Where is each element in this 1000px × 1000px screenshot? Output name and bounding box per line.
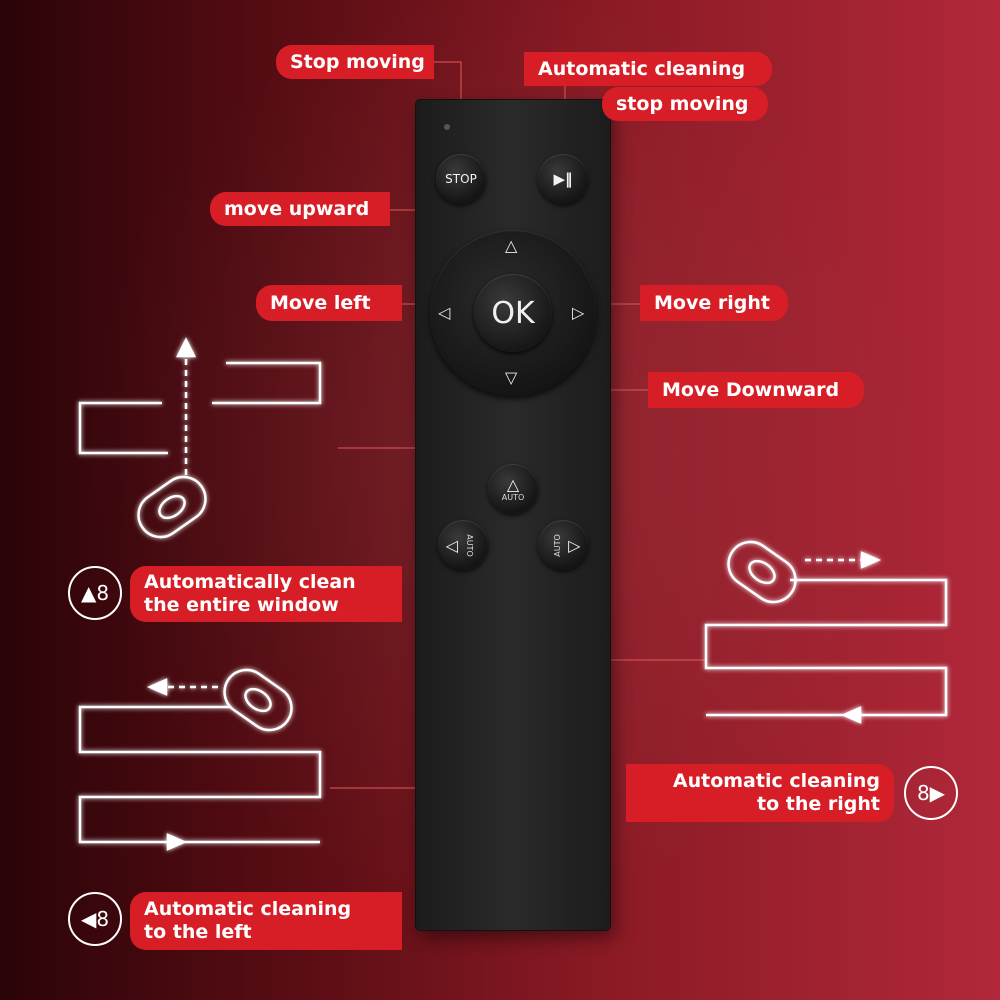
- right-arrow-icon[interactable]: ▷: [572, 303, 585, 322]
- tag-move-left-text: Move left: [270, 292, 371, 314]
- tag-move-upward-text: move upward: [224, 198, 370, 220]
- tag-auto-clean-left: Automatic cleaning to the left: [130, 892, 402, 950]
- auto-left-arrow-icon: ◁: [445, 535, 458, 555]
- status-led: [444, 124, 450, 130]
- auto-left-label: AUTO: [464, 533, 474, 557]
- auto-up-label: AUTO: [501, 492, 525, 502]
- tag-move-upward: move upward: [210, 192, 390, 226]
- tag-move-right-text: Move right: [654, 292, 770, 314]
- auto-right-arrow-icon: ▷: [568, 535, 581, 555]
- tag-automatic-cleaning-text: Automatic cleaning: [538, 58, 746, 80]
- ok-button[interactable]: OK: [474, 274, 552, 352]
- tag-auto-clean-right: Automatic cleaning to the right: [626, 764, 894, 822]
- tag-stop-moving-2-text: stop moving: [616, 93, 749, 115]
- tag-auto-clean-left-line1: Automatic cleaning: [144, 898, 352, 920]
- play-pause-button[interactable]: ▶‖: [538, 154, 588, 204]
- ok-label: OK: [491, 295, 535, 331]
- remote-control: STOP ▶‖ △ ▽ ◁ ▷ OK △ AUTO ◁ AUTO AUTO ▷: [416, 100, 610, 930]
- stop-button[interactable]: STOP: [436, 154, 486, 204]
- tag-stop-moving: Stop moving: [276, 45, 434, 79]
- auto-right-label: AUTO: [552, 533, 562, 557]
- auto-right-mode-icon: 8▶: [904, 766, 958, 820]
- tag-move-left: Move left: [256, 285, 402, 321]
- play-pause-icon: ▶‖: [553, 170, 573, 188]
- tag-stop-moving-2: stop moving: [602, 87, 768, 121]
- tag-auto-clean-right-line1: Automatic cleaning: [672, 770, 880, 792]
- auto-right-button[interactable]: AUTO ▷: [538, 520, 588, 570]
- auto-up-button[interactable]: △ AUTO: [488, 464, 538, 514]
- direction-pad: △ ▽ ◁ ▷ OK: [430, 230, 596, 396]
- tag-auto-clean-window-line2: the entire window: [144, 594, 339, 616]
- tag-auto-clean-window: Automatically clean the entire window: [130, 566, 402, 622]
- tag-auto-clean-right-line2: to the right: [757, 793, 880, 815]
- auto-up-mode-glyph: ▲8: [80, 581, 110, 605]
- auto-up-mode-icon: ▲8: [68, 566, 122, 620]
- auto-up-arrow-icon: △: [506, 474, 520, 494]
- left-arrow-icon[interactable]: ◁: [438, 303, 451, 322]
- down-arrow-icon[interactable]: ▽: [505, 368, 518, 387]
- tag-auto-clean-window-line1: Automatically clean: [144, 571, 356, 593]
- tag-auto-clean-left-line2: to the left: [144, 921, 252, 943]
- path-upward: [78, 337, 322, 539]
- auto-left-mode-icon: ◀8: [68, 892, 122, 946]
- stop-button-label: STOP: [445, 172, 477, 186]
- auto-left-mode-glyph: ◀8: [80, 907, 110, 931]
- up-arrow-icon[interactable]: △: [505, 236, 518, 255]
- tag-move-downward-text: Move Downward: [662, 379, 840, 401]
- auto-left-button[interactable]: ◁ AUTO: [438, 520, 488, 570]
- auto-right-mode-glyph: 8▶: [916, 781, 946, 805]
- tag-move-downward: Move Downward: [648, 372, 864, 408]
- path-left: [78, 668, 322, 851]
- path-right: [704, 540, 948, 724]
- tag-automatic-cleaning: Automatic cleaning: [524, 52, 772, 86]
- tag-stop-moving-text: Stop moving: [290, 51, 425, 73]
- tag-move-right: Move right: [640, 285, 788, 321]
